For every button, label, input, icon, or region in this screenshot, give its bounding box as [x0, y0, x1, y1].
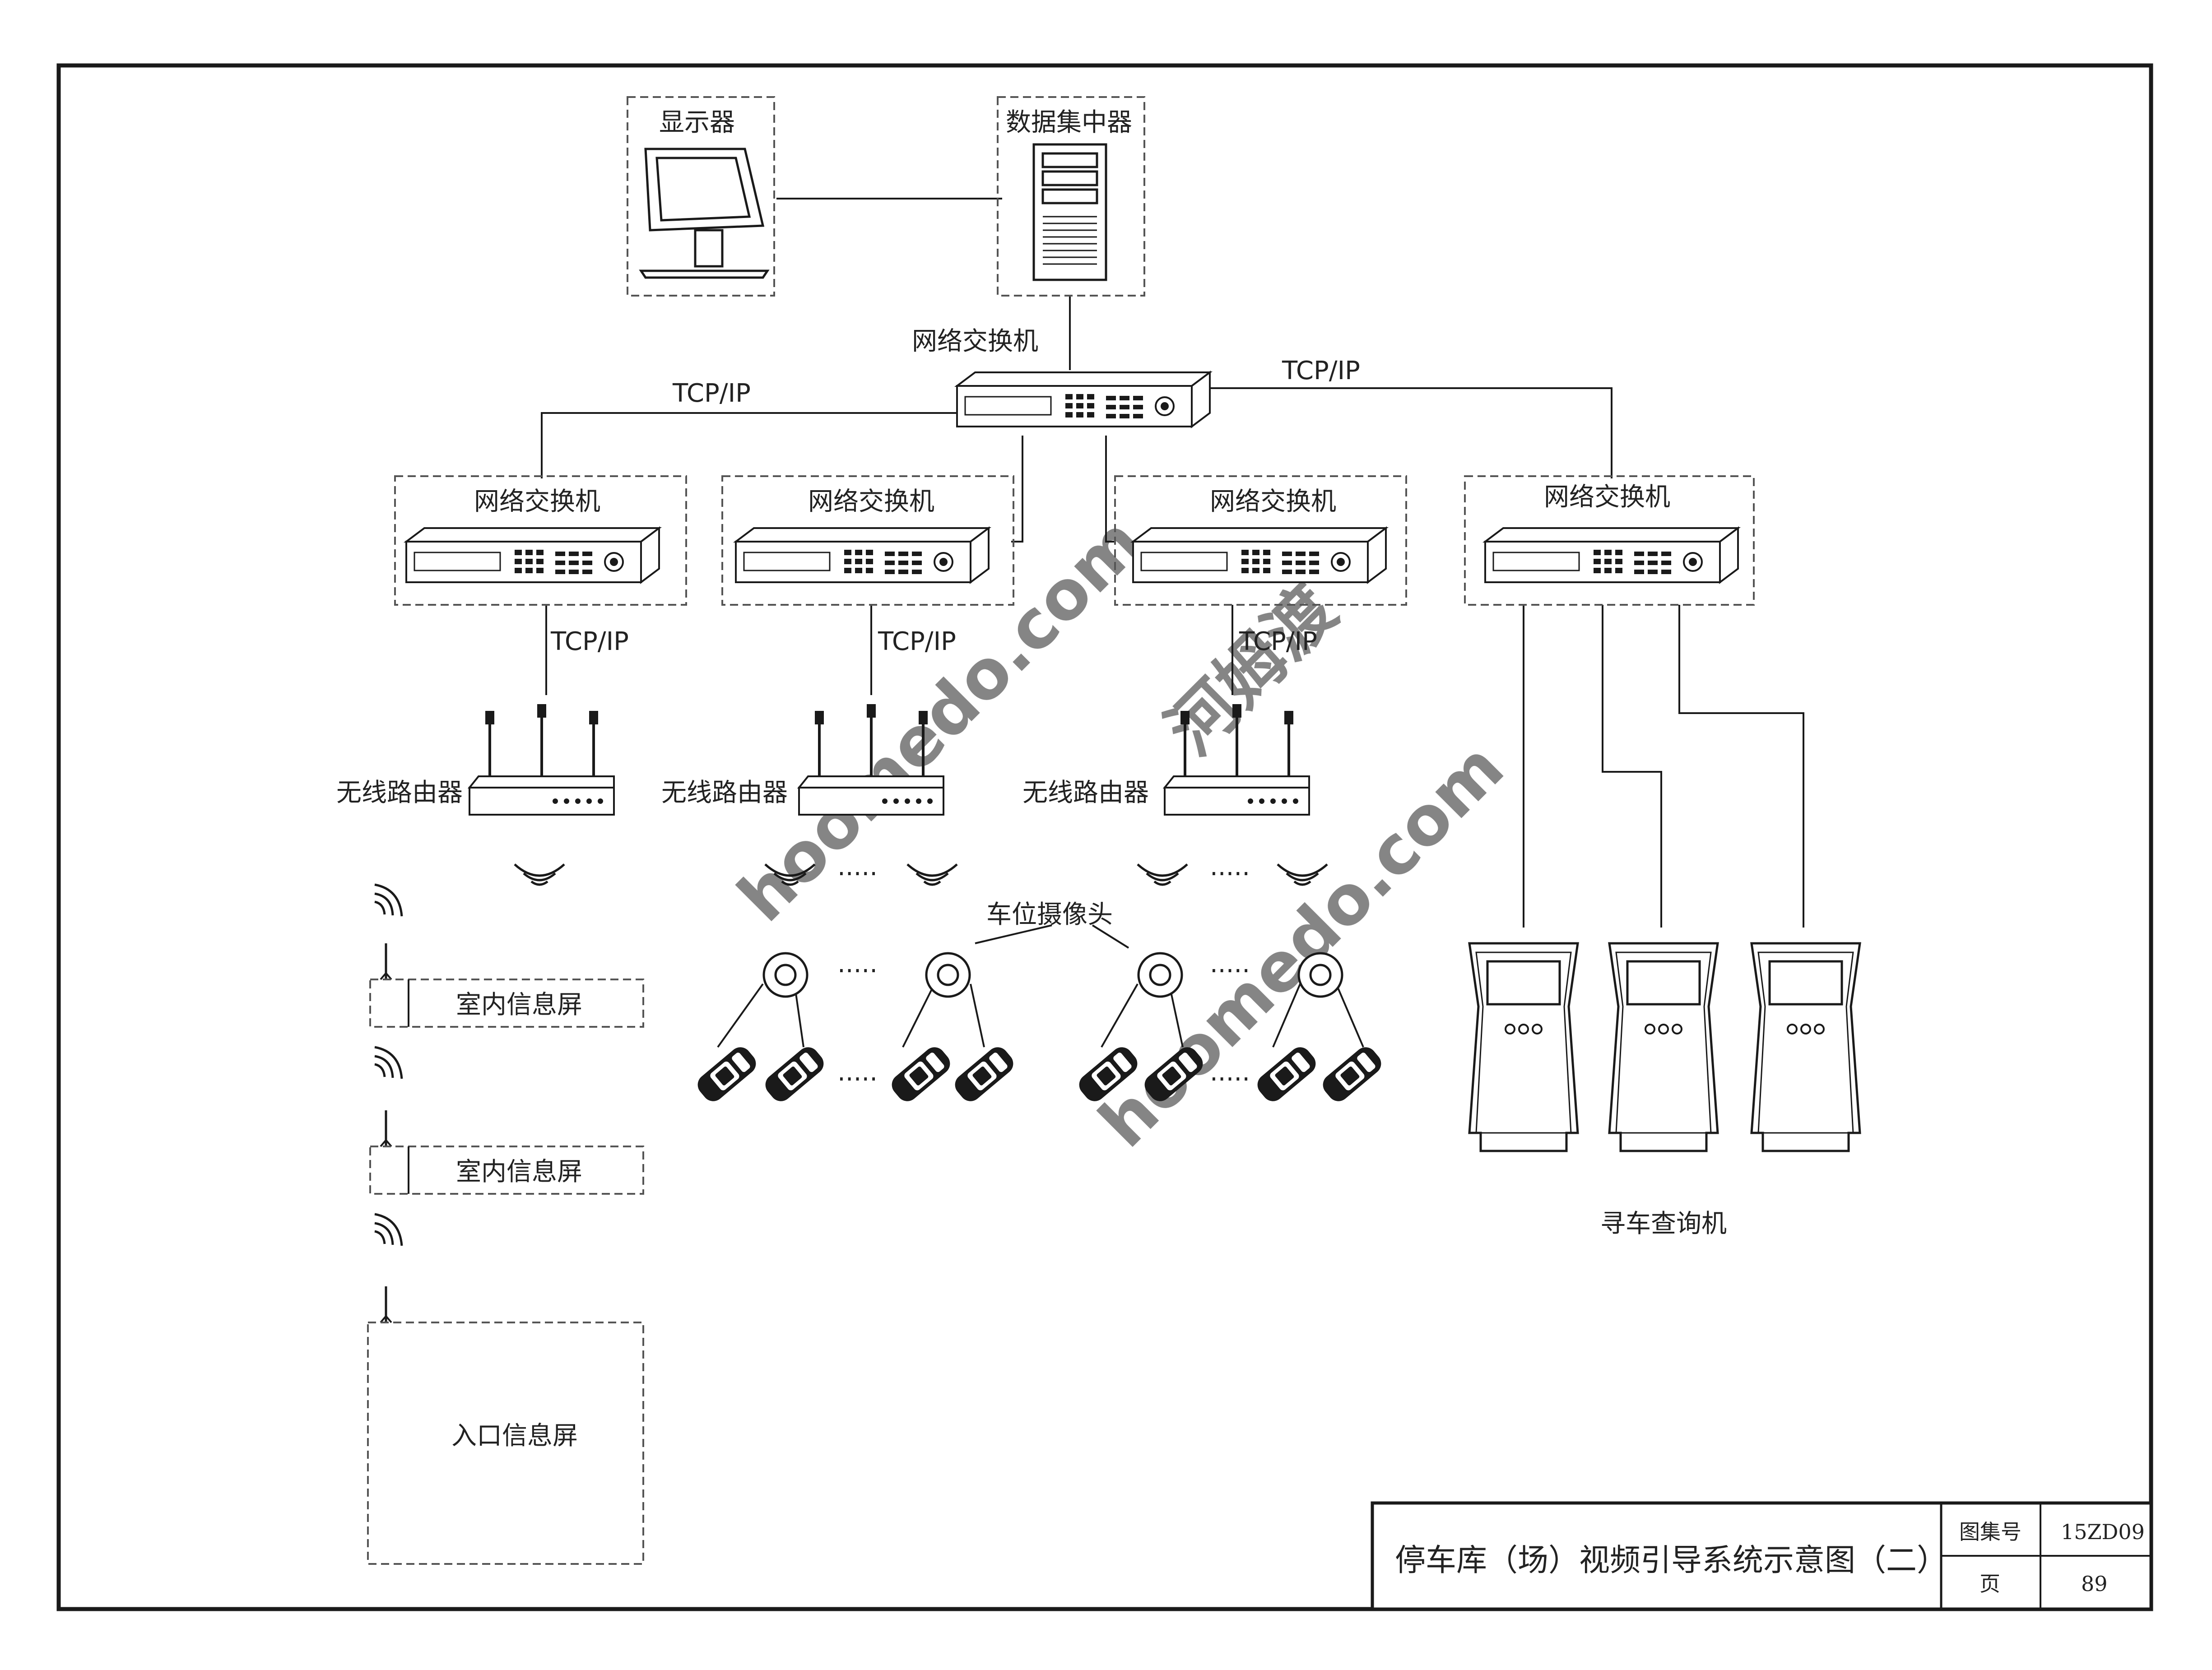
switch-node-3: 网络交换机 [1114, 475, 1407, 606]
kiosk-label: 寻车查询机 [1600, 1209, 1727, 1239]
atlas-number-value: 15ZD09 [2061, 1520, 2145, 1544]
ellipsis-car-1: ····· [837, 1065, 878, 1094]
protocol-label-left: TCP/IP [672, 379, 751, 408]
ellipsis-camera-1: ····· [837, 956, 878, 986]
title-block: 停车库（场）视频引导系统示意图（二） 图集号 15ZD09 页 89 [1371, 1501, 2153, 1611]
switch-label-2: 网络交换机 [808, 487, 934, 516]
protocol-label-2: TCP/IP [878, 627, 956, 656]
watermark-text-2: 河姆渡 [1152, 571, 1351, 770]
data-hub-label: 数据集中器 [1006, 108, 1132, 137]
monitor-label: 显示器 [659, 108, 735, 137]
wifi-signals [515, 864, 1327, 885]
router-label-2: 无线路由器 [661, 778, 788, 807]
entrance-screen-label: 入口信息屏 [451, 1421, 578, 1451]
indoor-screen-2: 室内信息屏 [369, 1047, 644, 1195]
core-switch-label: 网络交换机 [912, 327, 1038, 356]
router-node-2: 无线路由器 [661, 704, 943, 815]
car-group [693, 1043, 1386, 1106]
monitor-node: 显示器 [627, 96, 775, 297]
page-number-label: 页 [1980, 1572, 2000, 1596]
switch-node-2: 网络交换机 [721, 475, 1014, 606]
router-node-3: 无线路由器 [1022, 704, 1309, 815]
core-switch-node: 网络交换机 TCP/IP TCP/IP [672, 327, 1360, 427]
protocol-label-right: TCP/IP [1282, 356, 1360, 385]
camera-label: 车位摄像头 [986, 900, 1113, 929]
drawing-frame [56, 63, 2153, 1611]
server-icon [1032, 143, 1107, 281]
ellipsis-car-2: ····· [1210, 1065, 1250, 1094]
monitor-icon [639, 148, 770, 279]
protocol-label-3: TCP/IP [1239, 627, 1317, 656]
atlas-number-label: 图集号 [1959, 1520, 2021, 1544]
connection-lines [541, 198, 1804, 1048]
indoor-screen-1: 室内信息屏 [369, 885, 644, 1028]
switch-node-1: 网络交换机 [394, 475, 687, 606]
ellipsis-wifi-1: ····· [837, 859, 878, 889]
drawing-title: 停车库（场）视频引导系统示意图（二） [1395, 1543, 1947, 1578]
ellipsis-camera-2: ····· [1210, 956, 1250, 986]
kiosk-group: 寻车查询机 [1469, 943, 1860, 1239]
switch-label-1: 网络交换机 [474, 487, 600, 516]
router-label-3: 无线路由器 [1022, 778, 1149, 807]
indoor-screen-label-2: 室内信息屏 [456, 1157, 582, 1187]
switch-label-3: 网络交换机 [1210, 487, 1336, 516]
switch-label-4: 网络交换机 [1544, 482, 1670, 512]
page-number-value: 89 [2081, 1572, 2108, 1596]
switch-node-4: 网络交换机 [1464, 475, 1755, 606]
protocol-label-1: TCP/IP [550, 627, 629, 656]
router-node-1: 无线路由器 [336, 704, 614, 815]
ellipsis-wifi-2: ····· [1210, 859, 1250, 889]
indoor-screen-label-1: 室内信息屏 [456, 990, 582, 1020]
entrance-screen: 入口信息屏 [367, 1214, 644, 1565]
router-label-1: 无线路由器 [336, 778, 463, 807]
data-hub-node: 数据集中器 [997, 96, 1145, 297]
